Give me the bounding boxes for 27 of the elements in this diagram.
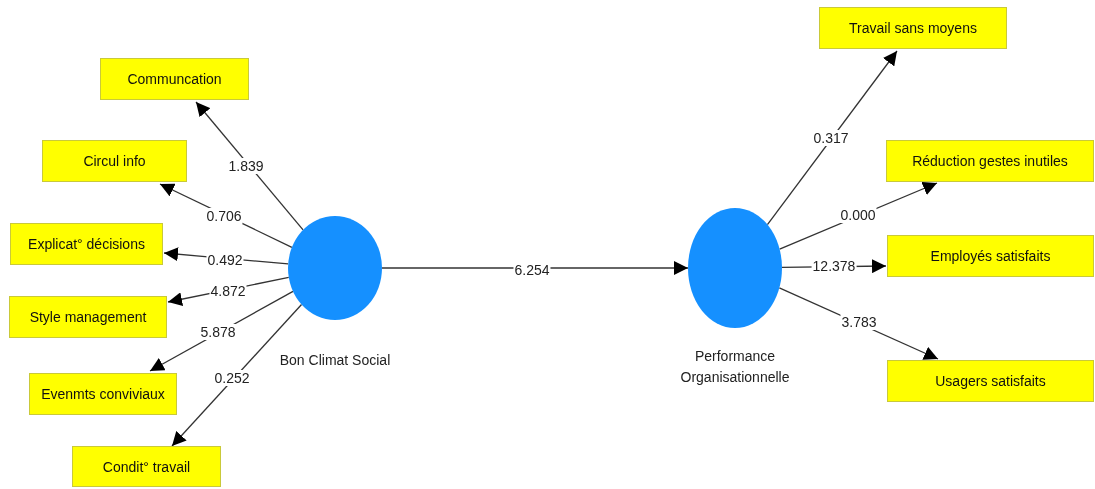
edge-label: 0.706 [205,208,243,224]
arrow [381,261,689,275]
indicator-box: Communcation [100,58,249,100]
edge-label: 12.378 [811,258,857,274]
edge-label: 3.783 [840,314,878,330]
indicator-box: Explicat° décisions [10,223,163,265]
edge-label: 1.839 [227,158,265,174]
edge-label: 5.878 [199,324,237,340]
edge-label: 0.252 [213,370,251,386]
edge-label: 6.254 [513,262,551,278]
indicator-box: Employés satisfaits [887,235,1094,277]
edge-label: 0.000 [839,207,877,223]
indicator-box: Condit° travail [72,446,221,487]
edge-label: 0.317 [812,130,850,146]
indicator-box: Travail sans moyens [819,7,1007,49]
node-label: Bon Climat Social [278,351,392,370]
node-label: Performance Organisationnelle [679,347,791,387]
edge-label: 0.492 [206,252,244,268]
arrow [171,303,303,447]
indicator-box: Circul info [42,140,187,182]
edge-label: 4.872 [209,283,247,299]
arrow [766,50,898,226]
arrow [195,101,304,231]
indicator-box: Style management [9,296,167,338]
indicator-box: Réduction gestes inutiles [886,140,1094,182]
indicator-box: Usagers satisfaits [887,360,1094,402]
indicator-box: Evenmts conviviaux [29,373,177,415]
